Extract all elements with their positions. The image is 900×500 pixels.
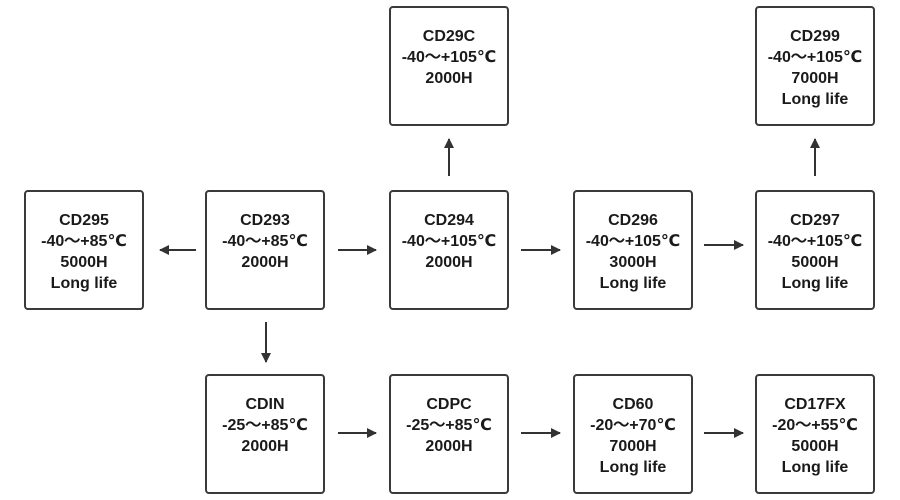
- lifetime-hours: 2000H: [241, 254, 289, 271]
- life-note: Long life: [599, 459, 667, 476]
- node-cd296: CD296 -40～+105℃ 3000H Long life: [573, 190, 693, 310]
- temperature-range: -20～+70℃: [590, 417, 676, 434]
- lifetime-hours: 3000H: [609, 254, 657, 271]
- lifetime-hours: 2000H: [425, 254, 473, 271]
- node-cd29c: CD29C -40～+105℃ 2000H: [389, 6, 509, 126]
- model-label: CD295: [59, 212, 109, 229]
- node-cdin: CDIN -25～+85℃ 2000H: [205, 374, 325, 494]
- temperature-range: -40～+105℃: [585, 233, 681, 250]
- node-cd17fx: CD17FX -20～+55℃ 5000H Long life: [755, 374, 875, 494]
- lifetime-hours: 2000H: [425, 438, 473, 455]
- model-label: CD17FX: [784, 396, 846, 413]
- node-cdpc: CDPC -25～+85℃ 2000H: [389, 374, 509, 494]
- life-note: Long life: [599, 275, 667, 292]
- lifetime-hours: 2000H: [425, 70, 473, 87]
- node-cd297: CD297 -40～+105℃ 5000H Long life: [755, 190, 875, 310]
- model-label: CD29C: [422, 28, 476, 45]
- lifetime-hours: 5000H: [60, 254, 108, 271]
- model-label: CDPC: [426, 396, 472, 413]
- temperature-range: -40～+105℃: [401, 49, 497, 66]
- model-label: CD296: [608, 212, 658, 229]
- model-label: CD293: [240, 212, 290, 229]
- model-label: CD299: [790, 28, 840, 45]
- node-cd299: CD299 -40～+105℃ 7000H Long life: [755, 6, 875, 126]
- temperature-range: -40～+105℃: [401, 233, 497, 250]
- lifetime-hours: 5000H: [791, 254, 839, 271]
- temperature-range: -40～+85℃: [222, 233, 308, 250]
- life-note: Long life: [781, 91, 849, 108]
- life-note: Long life: [781, 459, 849, 476]
- lifetime-hours: 2000H: [241, 438, 289, 455]
- model-label: CD60: [612, 396, 654, 413]
- model-label: CD294: [424, 212, 474, 229]
- lifetime-hours: 5000H: [791, 438, 839, 455]
- node-cd295: CD295 -40～+85℃ 5000H Long life: [24, 190, 144, 310]
- life-note: Long life: [50, 275, 118, 292]
- temperature-range: -25～+85℃: [406, 417, 492, 434]
- temperature-range: -25～+85℃: [222, 417, 308, 434]
- model-label: CD297: [790, 212, 840, 229]
- model-label: CDIN: [245, 396, 285, 413]
- temperature-range: -40～+105℃: [767, 49, 863, 66]
- lifetime-hours: 7000H: [609, 438, 657, 455]
- node-cd60: CD60 -20～+70℃ 7000H Long life: [573, 374, 693, 494]
- life-note: Long life: [781, 275, 849, 292]
- lifetime-hours: 7000H: [791, 70, 839, 87]
- temperature-range: -40～+85℃: [41, 233, 127, 250]
- temperature-range: -20～+55℃: [772, 417, 858, 434]
- temperature-range: -40～+105℃: [767, 233, 863, 250]
- node-cd293: CD293 -40～+85℃ 2000H: [205, 190, 325, 310]
- node-cd294: CD294 -40～+105℃ 2000H: [389, 190, 509, 310]
